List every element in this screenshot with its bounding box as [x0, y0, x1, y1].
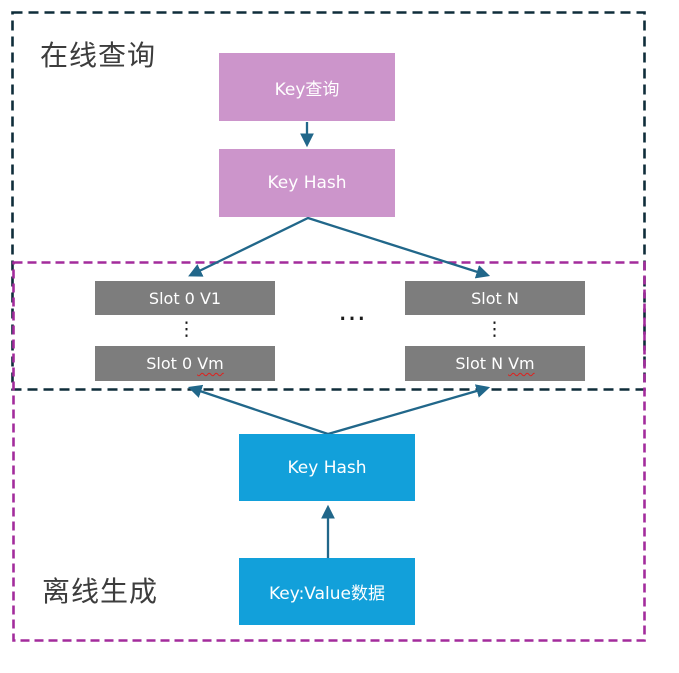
node-slot-0-v1: Slot 0 V1	[95, 281, 275, 315]
vertical-ellipsis-right: ⋮	[485, 318, 504, 340]
arrow-offline-keyhash-to-slots	[187, 384, 491, 436]
node-slot-n: Slot N	[405, 281, 585, 315]
node-key-value-data-label: Key:Value数据	[269, 584, 385, 604]
node-key-hash-offline-label: Key Hash	[287, 457, 367, 478]
node-slot-0-vm-suffix: Vm	[197, 354, 224, 373]
offline-section-label: 离线生成	[42, 575, 159, 608]
node-slot-n-label: Slot N	[471, 288, 519, 308]
node-slot-0-vm-prefix: Slot 0	[146, 354, 193, 373]
arrow-keyhash-to-slots	[188, 216, 491, 279]
node-key-value-data: Key:Value数据	[239, 558, 415, 625]
node-slot-n-vm-suffix: Vm	[508, 354, 535, 373]
node-slot-0-v1-label: Slot 0 V1	[148, 288, 222, 308]
online-section-label: 在线查询	[40, 39, 157, 72]
node-key-hash-online: Key Hash	[219, 149, 395, 217]
online-section-border	[11, 11, 646, 391]
node-key-query-label: Key查询	[274, 79, 340, 100]
node-key-hash-offline: Key Hash	[239, 434, 415, 501]
vertical-ellipsis-left: ⋮	[177, 318, 196, 340]
slot-storage-border	[12, 261, 646, 642]
node-key-query: Key查询	[219, 53, 395, 121]
node-slot-n-vm-prefix: Slot N	[455, 354, 504, 373]
node-key-hash-online-label: Key Hash	[267, 173, 347, 193]
horizontal-ellipsis: …	[338, 294, 367, 327]
